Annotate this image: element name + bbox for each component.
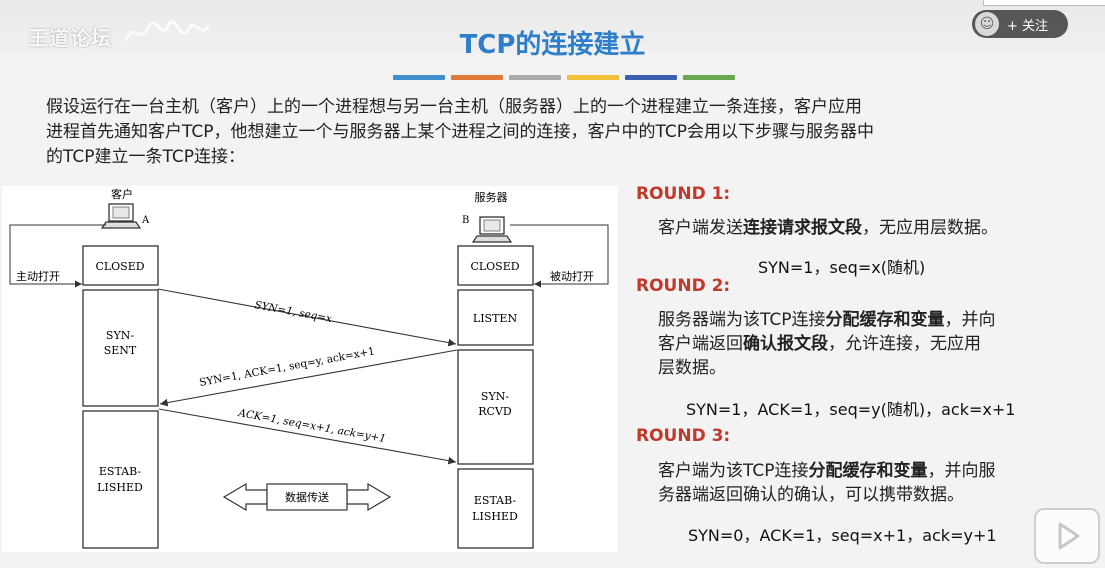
server-closed-label: CLOSED	[470, 260, 519, 273]
title-underline-bar	[625, 75, 677, 80]
intro-line: 假设运行在一台主机（客户）上的一个进程想与另一台主机（服务器）上的一个进程建立一…	[46, 97, 862, 117]
round-3-line-post: ，并向服	[927, 461, 996, 481]
title-underline-bar	[683, 75, 735, 80]
client-syn-sent-label: SENT	[104, 344, 137, 357]
round-1-title: ROUND 1:	[636, 184, 731, 204]
round-3-text: 客户端为该TCP连接分配缓存和变量，并向服 务器端返回确认的确认，可以携带数据。	[658, 459, 996, 507]
round-2-line: 服务器端为该TCP连接分配缓存和变量，并向	[658, 308, 996, 332]
round-2-line-pre: 客户端返回	[658, 334, 743, 354]
play-icon	[1058, 522, 1080, 550]
round-1-text-post: ，无应用层数据。	[862, 218, 998, 238]
server-established-label: LISHED	[472, 510, 518, 523]
slide-title: TCP的连接建立	[459, 30, 646, 60]
round-1-text: 客户端发送连接请求报文段，无应用层数据。	[658, 216, 998, 240]
syn-ack-arrow	[159, 349, 458, 407]
round-3-line: 务器端返回确认的确认，可以携带数据。	[658, 485, 964, 505]
server-tag: B	[462, 215, 469, 226]
round-3-title: ROUND 3:	[636, 426, 731, 446]
server-established-label: ESTAB-	[474, 494, 517, 507]
server-syn-rcvd-label: SYN-	[481, 390, 509, 403]
server-computer-icon	[471, 216, 513, 243]
round-2-line: 层数据。	[658, 358, 726, 378]
server-label: 服务器	[475, 191, 508, 204]
round-2-line-post: ，并向	[944, 310, 996, 330]
avatar-icon: ☺	[975, 12, 999, 36]
syn-arrow	[157, 288, 457, 347]
follow-button[interactable]: ☺ + 关注	[972, 10, 1068, 38]
data-transfer-label: 数据传送	[285, 490, 329, 504]
client-label: 客户	[111, 187, 133, 201]
syn-message-label: SYN=1, seq=x	[253, 299, 332, 325]
client-closed-box	[82, 245, 159, 286]
server-listen-label: LISTEN	[473, 312, 518, 325]
follow-label: + 关注	[1007, 18, 1049, 34]
passive-open-label: 被动打开	[550, 269, 594, 283]
ack-message-label: ACK=1, seq=x+1, ack=y+1	[236, 407, 386, 445]
data-transfer-box	[266, 483, 348, 511]
title-underline-bar	[393, 75, 445, 80]
client-computer-icon	[100, 203, 142, 229]
intro-line: 进程首先通知客户TCP，他想建立一个与服务器上某个进程之间的连接，客户中的TCP…	[46, 122, 875, 142]
client-established-box	[82, 410, 159, 549]
round-3-formula: SYN=0，ACK=1，seq=x+1，ack=y+1	[688, 526, 997, 545]
server-listen-box	[457, 289, 534, 346]
title-underline	[393, 75, 735, 80]
active-open-line	[9, 224, 106, 288]
data-arrow-right-icon	[346, 482, 392, 512]
round-1-text-bold: 连接请求报文段	[743, 218, 862, 238]
round-3-line: 客户端为该TCP连接分配缓存和变量，并向服	[658, 459, 996, 483]
title-underline-bar	[567, 75, 619, 80]
play-button[interactable]	[1034, 508, 1100, 564]
client-syn-sent-label: SYN-	[106, 329, 134, 342]
round-2-line-post: ，允许连接，无应用	[828, 334, 981, 354]
round-2-formula: SYN=1，ACK=1，seq=y(随机)，ack=x+1	[686, 400, 1016, 419]
server-syn-rcvd-box	[457, 349, 534, 465]
round-2-line: 客户端返回确认报文段，允许连接，无应用	[658, 332, 996, 356]
round-2-text: 服务器端为该TCP连接分配缓存和变量，并向 客户端返回确认报文段，允许连接，无应…	[658, 308, 996, 380]
round-1-text-pre: 客户端发送	[658, 218, 743, 238]
client-closed-label: CLOSED	[95, 260, 144, 273]
handshake-diagram: 客户 A 服务器 B 主动打开 被动打开 CLOSED SYN- SENT ES…	[2, 186, 618, 552]
client-established-label: ESTAB-	[99, 465, 142, 478]
intro-paragraph: 假设运行在一台主机（客户）上的一个进程想与另一台主机（服务器）上的一个进程建立一…	[46, 95, 1076, 170]
server-closed-box	[457, 245, 534, 286]
round-2-title: ROUND 2:	[636, 276, 731, 296]
syn-ack-message-label: SYN=1, ACK=1, seq=y, ack=x+1	[198, 345, 375, 389]
ack-arrow	[158, 408, 457, 465]
watermark-scribble-icon	[124, 20, 210, 42]
title-underline-bar	[451, 75, 503, 80]
client-syn-sent-box	[82, 289, 159, 407]
active-open-label: 主动打开	[16, 269, 60, 283]
server-established-box	[457, 468, 534, 549]
passive-open-line	[510, 224, 609, 288]
corner-frame	[983, 0, 1105, 6]
handshake-diagram-svg: 客户 A 服务器 B 主动打开 被动打开 CLOSED SYN- SENT ES…	[9, 187, 609, 549]
round-1-formula: SYN=1，seq=x(随机)	[758, 258, 926, 277]
intro-line: 的TCP建立一条TCP连接：	[46, 147, 246, 167]
data-arrow-left-icon	[222, 482, 268, 512]
client-established-label: LISHED	[97, 481, 143, 494]
round-2-line-bold: 确认报文段	[743, 334, 828, 354]
round-3-line-bold: 分配缓存和变量	[808, 461, 928, 481]
round-2-line-pre: 服务器端为该TCP连接	[658, 310, 826, 330]
server-syn-rcvd-label: RCVD	[478, 405, 512, 418]
top-bar	[0, 0, 1105, 70]
title-underline-bar	[509, 75, 561, 80]
round-2-line-bold: 分配缓存和变量	[825, 310, 945, 330]
watermark-logo: 王道论坛	[28, 26, 112, 50]
client-tag: A	[141, 215, 150, 226]
round-3-line-pre: 客户端为该TCP连接	[658, 461, 809, 481]
